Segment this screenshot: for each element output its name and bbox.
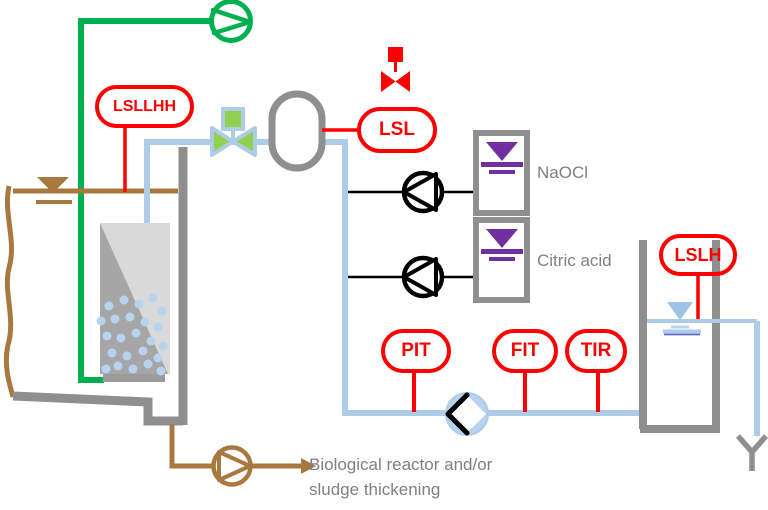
naocl-dosing-pump-icon <box>401 170 445 214</box>
influent-level-icon <box>36 177 72 204</box>
outflow-note-line1: Biological reactor and/or <box>309 455 493 474</box>
outflow-note: Biological reactor and/or sludge thicken… <box>309 452 492 502</box>
outflow-note-line2: sludge thickening <box>309 480 441 499</box>
citric-acid-label: Citric acid <box>537 251 612 270</box>
vent-valve-icon <box>381 47 410 92</box>
citric-acid-tank <box>473 217 530 303</box>
citric-dosing-pump-icon <box>401 255 445 299</box>
blower-icon <box>209 0 253 43</box>
sludge-line <box>169 424 316 474</box>
instrument-lsl: LSL <box>357 107 437 153</box>
sludge-pump-icon <box>211 445 253 487</box>
instrument-lslh: LSLH <box>659 234 737 276</box>
instrument-pit: PIT <box>381 329 451 373</box>
naocl-label: NaOCl <box>537 163 589 182</box>
air-line <box>78 18 211 383</box>
naocl-tank <box>473 130 530 216</box>
degassing-vessel <box>268 90 326 172</box>
permeate-pump-icon <box>445 392 489 436</box>
instrument-tir: TIR <box>565 329 627 373</box>
instrument-fit: FIT <box>492 329 558 373</box>
drain-icon <box>735 434 768 471</box>
instrument-signal-lines <box>123 127 700 412</box>
control-valve-icon <box>210 107 257 157</box>
influent-line <box>3 185 178 398</box>
permeate-tank-level-icon <box>647 302 757 336</box>
bioreactor-tank <box>12 147 188 426</box>
aeration-bubbles <box>96 293 168 376</box>
instrument-lsllhh: LSLLHH <box>95 85 194 128</box>
